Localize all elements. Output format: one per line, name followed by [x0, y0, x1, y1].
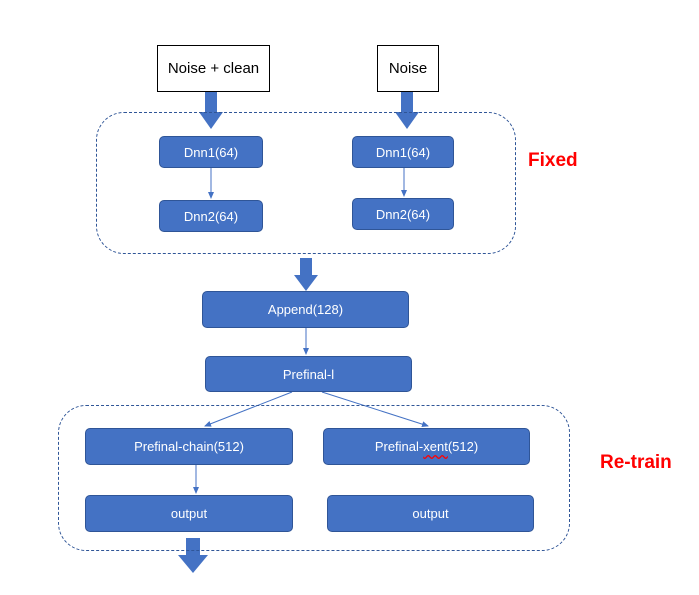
block-arrow-fixed-to-append: [294, 258, 318, 291]
left-dnn1-label: Dnn1(64): [183, 144, 239, 160]
output-right-label: output: [412, 506, 449, 521]
prefinal-xent-suffix: (512): [447, 439, 479, 454]
append-node: Append(128): [202, 291, 409, 328]
prefinal-chain-node: Prefinal-chain(512): [85, 428, 293, 465]
input-noise-clean-label: Noise + clean: [167, 60, 260, 77]
left-dnn2-node: Dnn2(64): [159, 200, 263, 232]
input-noise: Noise: [377, 45, 439, 92]
block-arrow-output: [178, 538, 208, 573]
prefinal-xent-word: xent: [423, 439, 448, 454]
input-noise-label: Noise: [388, 60, 428, 77]
block-arrow-noise-clean: [199, 92, 223, 129]
fixed-group-label: Fixed: [528, 150, 578, 171]
block-arrow-noise: [395, 92, 419, 129]
prefinal-xent-prefix: Prefinal-: [374, 439, 424, 454]
arrow-prefinal-xent: [321, 391, 429, 428]
prefinal-xent-label: Prefinal-xent(512): [375, 439, 478, 454]
output-left-label: output: [170, 506, 208, 521]
prefinal-l-label: Prefinal-l: [282, 366, 335, 382]
fixed-group: [96, 112, 516, 254]
prefinal-chain-label: Prefinal-chain(512): [134, 439, 244, 454]
right-dnn1-label: Dnn1(64): [375, 144, 431, 160]
right-dnn2-node: Dnn2(64): [352, 198, 454, 230]
arrow-prefinal-chain: [204, 391, 293, 427]
retrain-group-label: Re-train: [600, 452, 672, 473]
output-right-node: output: [327, 495, 534, 532]
output-left-node: output: [85, 495, 293, 532]
append-label: Append(128): [267, 302, 344, 317]
right-dnn1-node: Dnn1(64): [352, 136, 454, 168]
input-noise-clean: Noise + clean: [157, 45, 270, 92]
right-dnn2-label: Dnn2(64): [375, 206, 431, 222]
prefinal-xent-node: Prefinal-xent(512): [323, 428, 530, 465]
retrain-group: [58, 405, 570, 551]
prefinal-l-node: Prefinal-l: [205, 356, 412, 392]
left-dnn2-label: Dnn2(64): [183, 208, 239, 224]
left-dnn1-node: Dnn1(64): [159, 136, 263, 168]
